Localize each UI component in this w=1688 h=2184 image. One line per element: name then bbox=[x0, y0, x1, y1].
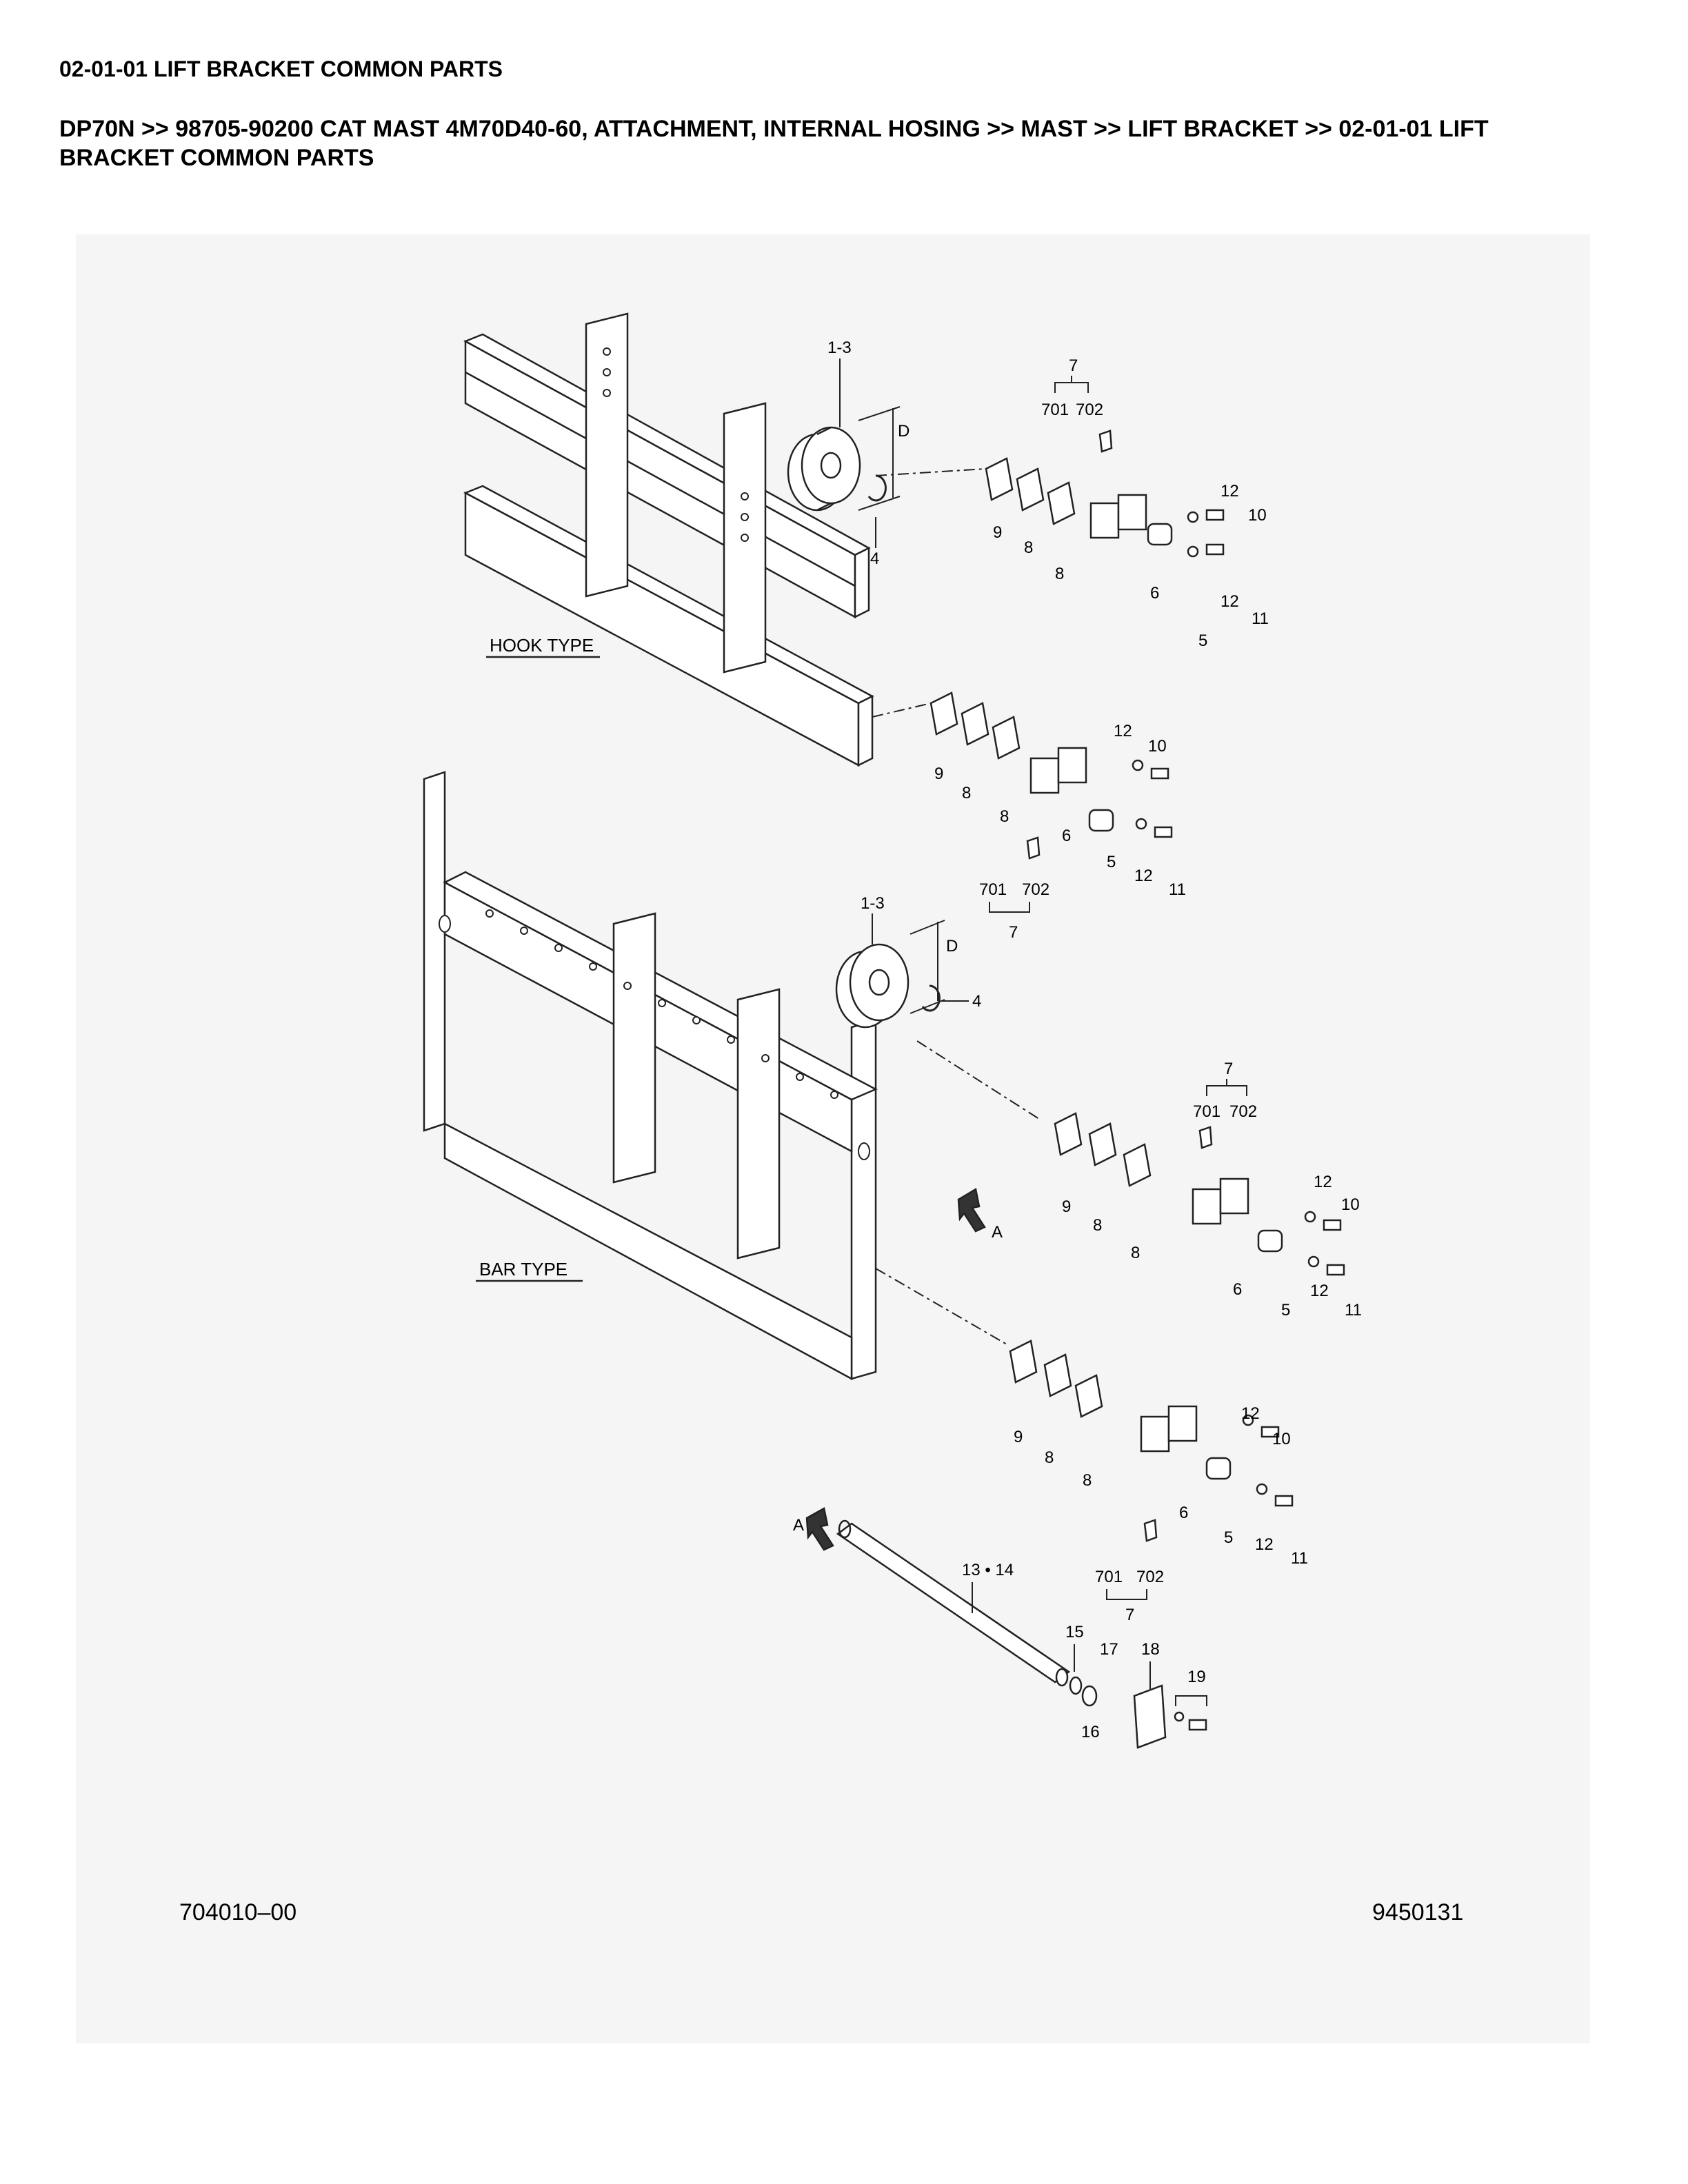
callout-17: 17 bbox=[1100, 1640, 1118, 1659]
callout-12-d2: 12 bbox=[1255, 1535, 1274, 1554]
callout-6-c: 6 bbox=[1233, 1280, 1242, 1299]
callout-7-b: 7 bbox=[1009, 923, 1018, 942]
hook-type-label: HOOK TYPE bbox=[490, 635, 594, 656]
callout-12-a1: 12 bbox=[1220, 482, 1239, 501]
page-title: 02-01-01 LIFT BRACKET COMMON PARTS bbox=[59, 57, 503, 81]
callout-11-b: 11 bbox=[1169, 880, 1186, 899]
callout-702-b: 702 bbox=[1022, 880, 1049, 899]
callout-12-a2: 12 bbox=[1220, 592, 1239, 611]
callout-6-b: 6 bbox=[1062, 827, 1071, 845]
callout-6-a: 6 bbox=[1150, 584, 1159, 603]
part-number: 9450131 bbox=[1372, 1899, 1463, 1925]
shaft-assembly bbox=[805, 1507, 1207, 1749]
callout-5-b: 5 bbox=[1107, 853, 1116, 871]
callout-701-c: 701 bbox=[1193, 1102, 1220, 1121]
callout-8-b2: 8 bbox=[1000, 807, 1009, 826]
callout-10-b: 10 bbox=[1148, 737, 1167, 756]
callout-8-a1: 8 bbox=[1024, 538, 1033, 557]
callout-5-d: 5 bbox=[1224, 1528, 1233, 1547]
hook-side-group-2 bbox=[872, 691, 1173, 860]
callout-12-c2: 12 bbox=[1310, 1282, 1329, 1300]
callout-11-a: 11 bbox=[1252, 609, 1269, 628]
bar-type-label: BAR TYPE bbox=[479, 1259, 567, 1280]
callout-9-a: 9 bbox=[993, 523, 1002, 542]
callout-701-b: 701 bbox=[979, 880, 1007, 899]
dimension-d-lower: D bbox=[946, 937, 958, 956]
callout-702-c: 702 bbox=[1229, 1102, 1257, 1121]
callout-7-a: 7 bbox=[1069, 356, 1078, 375]
callout-9-d: 9 bbox=[1014, 1428, 1023, 1446]
callout-15: 15 bbox=[1065, 1623, 1084, 1641]
callout-18: 18 bbox=[1141, 1640, 1160, 1659]
callout-5-c: 5 bbox=[1281, 1301, 1290, 1320]
callout-8-b1: 8 bbox=[962, 784, 971, 802]
callout-1-3-upper: 1-3 bbox=[827, 338, 852, 357]
hook-type-carriage bbox=[463, 312, 874, 767]
callout-8-d2: 8 bbox=[1083, 1471, 1092, 1490]
callout-4-lower: 4 bbox=[972, 992, 981, 1011]
callout-19: 19 bbox=[1187, 1668, 1206, 1686]
callout-702-a: 702 bbox=[1076, 401, 1103, 419]
callout-8-d1: 8 bbox=[1045, 1448, 1054, 1467]
callout-7-c: 7 bbox=[1224, 1060, 1233, 1078]
callout-16: 16 bbox=[1081, 1723, 1100, 1741]
callout-11-d: 11 bbox=[1291, 1549, 1308, 1568]
breadcrumb: DP70N >> 98705-90200 CAT MAST 4M70D40-60… bbox=[59, 116, 1489, 171]
callout-12-c1: 12 bbox=[1314, 1173, 1332, 1191]
callout-5-a: 5 bbox=[1198, 631, 1207, 650]
callout-13-14: 13 • 14 bbox=[962, 1561, 1014, 1579]
callout-702-d: 702 bbox=[1136, 1568, 1164, 1586]
callout-8-c1: 8 bbox=[1093, 1216, 1102, 1235]
callout-6-d: 6 bbox=[1179, 1504, 1188, 1522]
callout-10-a: 10 bbox=[1248, 506, 1267, 525]
callout-7-d: 7 bbox=[1125, 1606, 1134, 1624]
callout-10-c: 10 bbox=[1341, 1195, 1360, 1214]
bar-type-carriage bbox=[423, 771, 910, 1381]
dimension-d-upper: D bbox=[898, 422, 910, 441]
callout-8-a2: 8 bbox=[1055, 565, 1064, 583]
callout-12-b2: 12 bbox=[1134, 867, 1153, 885]
hook-side-group-1 bbox=[875, 429, 1225, 558]
callout-9-b: 9 bbox=[934, 765, 943, 783]
bar-side-group-1 bbox=[916, 1040, 1345, 1276]
callout-12-b1: 12 bbox=[1114, 722, 1132, 740]
view-a-label-lower: A bbox=[793, 1516, 804, 1535]
callout-11-c: 11 bbox=[1345, 1301, 1362, 1320]
callout-12-d1: 12 bbox=[1241, 1404, 1260, 1423]
parts-diagram: HOOK TYPE 1-3 D 4 7 701 702 9 8 8 6 5 12… bbox=[76, 234, 1590, 2043]
callout-701-a: 701 bbox=[1041, 401, 1069, 419]
callout-9-c: 9 bbox=[1062, 1197, 1071, 1216]
bar-side-group-2 bbox=[875, 1268, 1294, 1542]
callout-8-c2: 8 bbox=[1131, 1244, 1140, 1262]
callout-10-d: 10 bbox=[1272, 1430, 1291, 1448]
drawing-number: 704010–00 bbox=[179, 1899, 297, 1925]
callout-1-3-lower: 1-3 bbox=[861, 894, 885, 913]
view-a-label-upper: A bbox=[992, 1223, 1003, 1242]
callout-4-upper: 4 bbox=[870, 549, 879, 568]
callout-701-d: 701 bbox=[1095, 1568, 1123, 1586]
